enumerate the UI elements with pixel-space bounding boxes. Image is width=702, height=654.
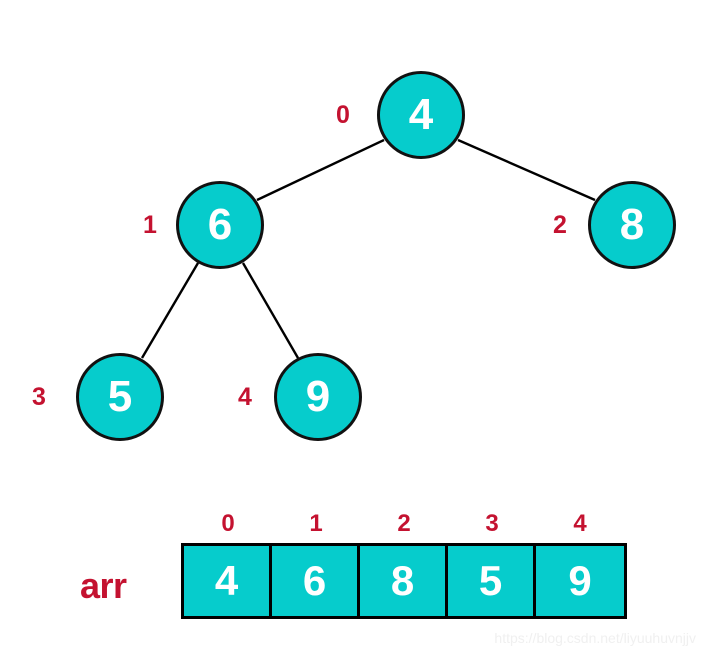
tree-node-4[interactable]: 9 bbox=[274, 353, 362, 441]
tree-node-index-label-0: 0 bbox=[336, 101, 350, 129]
array-cell-2[interactable]: 8 bbox=[360, 546, 448, 616]
tree-node-index-label-3: 3 bbox=[32, 383, 46, 411]
tree-edge-n1-n4 bbox=[241, 262, 300, 359]
array-cell-4[interactable]: 9 bbox=[536, 546, 624, 616]
watermark-text: https://blog.csdn.net/liyuuhuvnjjv bbox=[494, 630, 696, 646]
array-index-label-3: 3 bbox=[485, 510, 499, 537]
tree-edge-n0-n2 bbox=[457, 138, 596, 202]
array-cell-3[interactable]: 5 bbox=[448, 546, 536, 616]
tree-node-index-label-4: 4 bbox=[238, 383, 252, 411]
array-index-label-2: 2 bbox=[397, 510, 411, 537]
tree-node-1[interactable]: 6 bbox=[176, 181, 264, 269]
array-name-label: arr bbox=[80, 565, 127, 606]
tree-node-2[interactable]: 8 bbox=[588, 181, 676, 269]
tree-node-3[interactable]: 5 bbox=[76, 353, 164, 441]
tree-edge-n1-n3 bbox=[140, 262, 200, 359]
tree-edge-n0-n1 bbox=[256, 138, 385, 202]
tree-node-index-label-2: 2 bbox=[553, 211, 567, 239]
array-index-label-1: 1 bbox=[309, 510, 323, 537]
tree-node-index-label-1: 1 bbox=[143, 211, 157, 239]
tree-node-0[interactable]: 4 bbox=[377, 71, 465, 159]
array-index-label-4: 4 bbox=[573, 510, 587, 537]
array-cell-0[interactable]: 4 bbox=[184, 546, 272, 616]
array-index-label-0: 0 bbox=[221, 510, 235, 537]
array-cell-1[interactable]: 6 bbox=[272, 546, 360, 616]
